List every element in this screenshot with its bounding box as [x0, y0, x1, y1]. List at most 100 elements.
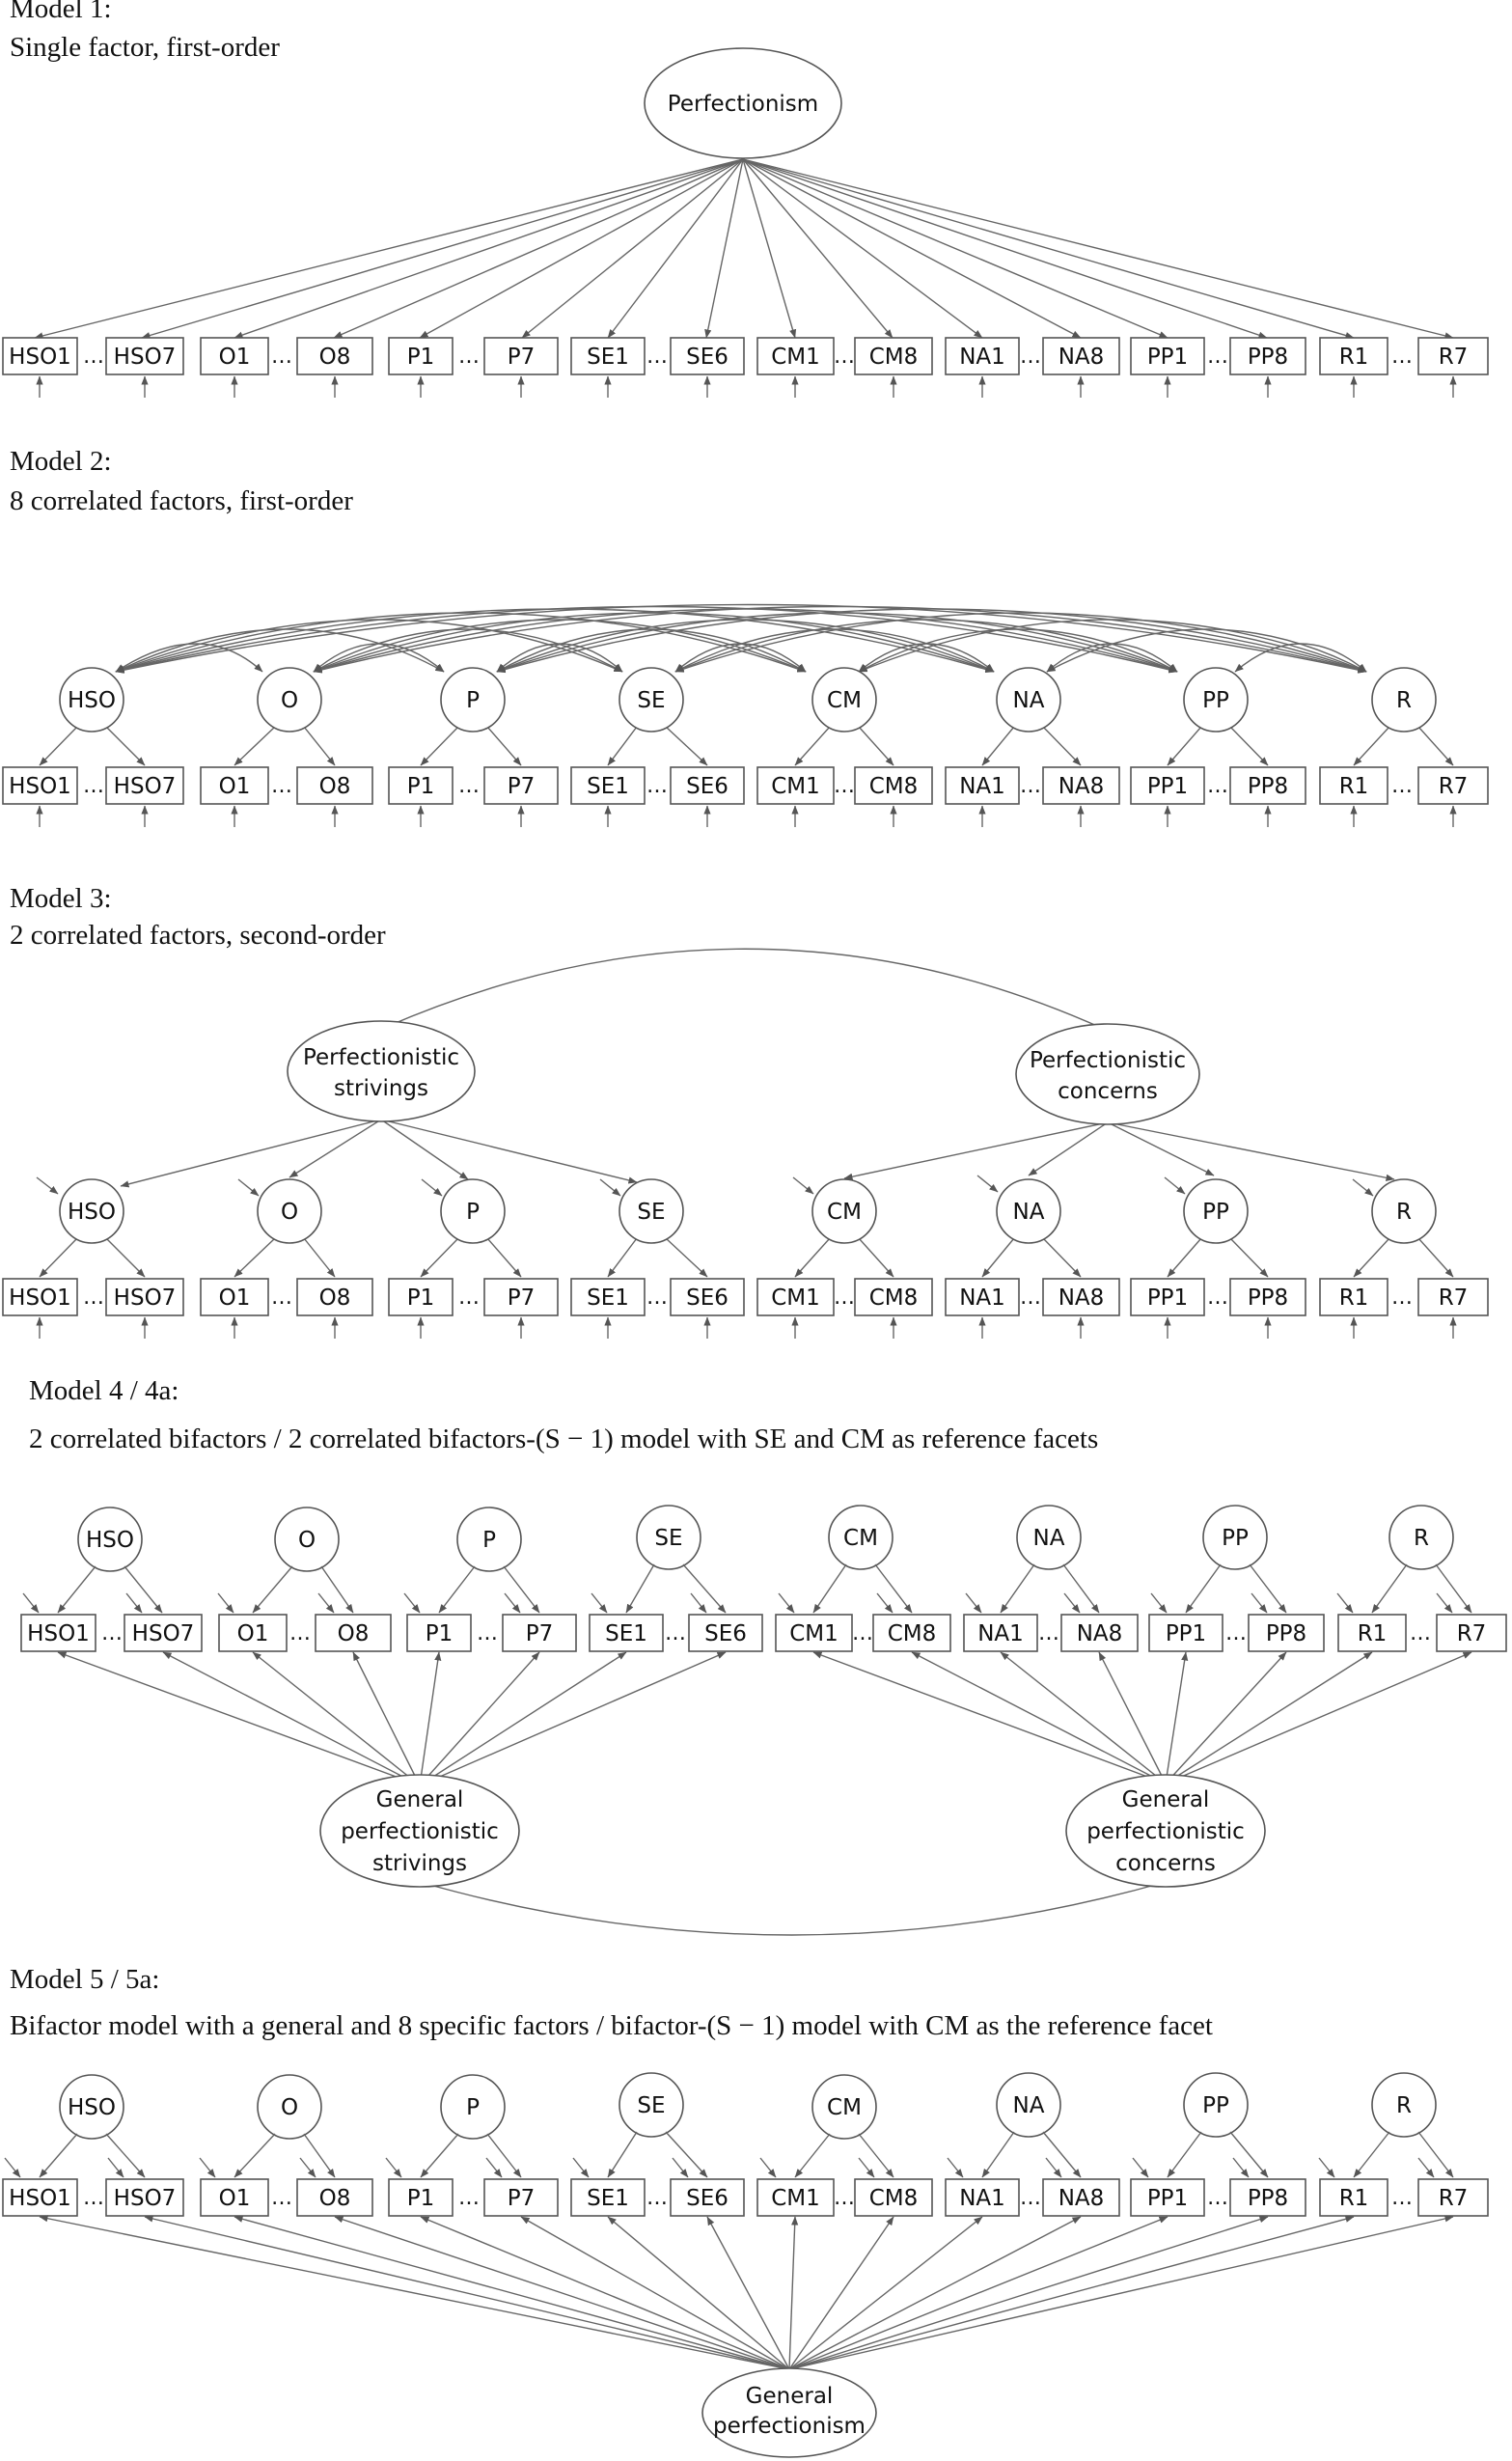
model5-error-arrows: [4, 2157, 1435, 2178]
model2-item-row: HSO1 … HSO7 O1 … O8 P1 … P7 SE1 … SE6 CM…: [2, 766, 1489, 805]
item-ellipsis: …: [83, 774, 104, 798]
item-ellipsis: …: [271, 2186, 292, 2210]
item-ellipsis: …: [852, 1621, 873, 1645]
item-hso7: HSO7: [114, 2186, 177, 2211]
facet-p: P: [466, 1200, 480, 1225]
item-pp8: PP8: [1248, 2186, 1288, 2211]
facet-p: P: [466, 2095, 480, 2120]
factor-perfectionism: Perfectionism: [644, 47, 842, 159]
model5-caption-line1: Model 5 / 5a:: [10, 1964, 159, 1995]
model3-higher-order-loadings: [120, 1119, 1395, 1188]
facet-cm: CM: [827, 688, 862, 713]
model1-group: Perfectionism HSO1 … HSO7 O1 … O8 P1 … P…: [2, 47, 1489, 398]
model4-item-row: HSO1 … HSO7 O1 … O8 P1 … P7 SE1 … SE6 CM…: [20, 1614, 1507, 1652]
item-se6: SE6: [686, 774, 729, 799]
model4-group: HSO O P SE CM NA PP R: [20, 1505, 1507, 1936]
item-cm1: CM1: [771, 774, 820, 799]
facet-cm: CM: [827, 1200, 862, 1225]
item-hso7: HSO7: [114, 345, 177, 370]
model4-facet-nodes: HSO O P SE CM NA PP R: [77, 1505, 1454, 1572]
facet-hso: HSO: [68, 1200, 116, 1225]
facet-se: SE: [637, 688, 665, 713]
item-ellipsis: …: [665, 1621, 686, 1645]
item-na8: NA8: [1058, 2186, 1105, 2211]
factor-perfectionistic-concerns: Perfectionistic concerns: [1015, 1023, 1200, 1125]
item-o1: O1: [219, 2186, 251, 2211]
item-p1: P1: [407, 774, 435, 799]
item-p7: P7: [508, 2186, 536, 2211]
item-na8: NA8: [1058, 774, 1105, 799]
facet-na: NA: [1013, 1200, 1045, 1225]
factor-pc-label-line1: Perfectionistic: [1030, 1048, 1186, 1073]
item-ellipsis: …: [646, 774, 668, 798]
item-ellipsis: …: [646, 2186, 668, 2210]
item-ellipsis: …: [458, 2186, 480, 2210]
item-cm1: CM1: [771, 2186, 820, 2211]
item-na1: NA1: [959, 345, 1005, 370]
item-se1: SE1: [587, 1286, 629, 1311]
item-p1: P1: [407, 2186, 435, 2211]
item-ellipsis: …: [1410, 1621, 1431, 1645]
item-se6: SE6: [686, 2186, 729, 2211]
facet-hso: HSO: [68, 688, 116, 713]
facet-p: P: [466, 688, 480, 713]
item-hso7: HSO7: [114, 1286, 177, 1311]
factor-g-label-line2: perfectionism: [713, 2414, 866, 2439]
facet-na: NA: [1013, 2093, 1045, 2118]
factor-gc-label-line1: General: [1122, 1787, 1210, 1812]
item-ellipsis: …: [1207, 345, 1228, 369]
item-se1: SE1: [605, 1621, 647, 1646]
item-ellipsis: …: [1020, 1286, 1041, 1310]
item-ellipsis: …: [83, 345, 104, 369]
facet-pp: PP: [1202, 1200, 1229, 1225]
model4-caption-line2: 2 correlated bifactors / 2 correlated bi…: [29, 1424, 1098, 1454]
model1-error-arrows: [36, 375, 1457, 398]
item-r1: R1: [1339, 1286, 1369, 1311]
facet-o: O: [281, 2095, 298, 2120]
model2-loadings: [39, 726, 1454, 766]
item-p1: P1: [407, 345, 435, 370]
item-ellipsis: …: [271, 1286, 292, 1310]
item-ellipsis: …: [1038, 1621, 1059, 1645]
facet-r: R: [1396, 2093, 1412, 2118]
factor-gc-label-line3: concerns: [1115, 1851, 1216, 1876]
item-p7: P7: [508, 774, 536, 799]
model4-specific-loadings: [57, 1563, 1472, 1614]
factor-g-label-line1: General: [746, 2384, 834, 2409]
facet-p: P: [482, 1528, 496, 1553]
item-ellipsis: …: [834, 1286, 855, 1310]
item-pp8: PP8: [1266, 1621, 1306, 1646]
item-pp1: PP1: [1147, 345, 1188, 370]
model3-caption-line1: Model 3:: [10, 883, 112, 914]
item-se6: SE6: [686, 345, 729, 370]
item-o8: O8: [319, 345, 351, 370]
item-pp8: PP8: [1248, 774, 1288, 799]
item-cm8: CM8: [869, 2186, 919, 2211]
item-r7: R7: [1439, 1286, 1469, 1311]
item-ellipsis: …: [83, 1286, 104, 1310]
item-ellipsis: …: [271, 774, 292, 798]
model2-caption-line2: 8 correlated factors, first-order: [10, 485, 353, 516]
item-r1: R1: [1339, 2186, 1369, 2211]
model5-caption-line2: Bifactor model with a general and 8 spec…: [10, 2010, 1213, 2041]
model1-item-row: HSO1 … HSO7 O1 … O8 P1 … P7 SE1 … SE6 CM…: [2, 337, 1489, 375]
item-ellipsis: …: [458, 774, 480, 798]
facet-cm: CM: [827, 2095, 862, 2120]
model5-specific-loadings: [39, 2131, 1454, 2178]
item-ellipsis: …: [646, 345, 668, 369]
item-na8: NA8: [1058, 345, 1105, 370]
item-na8: NA8: [1058, 1286, 1105, 1311]
item-pp1: PP1: [1166, 1621, 1206, 1646]
item-ellipsis: …: [834, 2186, 855, 2210]
item-ellipsis: …: [834, 774, 855, 798]
item-cm1: CM1: [771, 1286, 820, 1311]
factor-general-perfectionistic-concerns: General perfectionistic concerns: [1065, 1774, 1266, 1888]
item-cm1: CM1: [789, 1621, 838, 1646]
model3-item-row: HSO1 … HSO7 O1 … O8 P1 … P7 SE1 … SE6 CM…: [2, 1278, 1489, 1316]
model4-error-arrows: [22, 1592, 1453, 1614]
item-o1: O1: [219, 1286, 251, 1311]
item-o1: O1: [219, 774, 251, 799]
item-ellipsis: …: [1391, 1286, 1413, 1310]
facet-o: O: [281, 688, 298, 713]
item-p7: P7: [526, 1621, 554, 1646]
